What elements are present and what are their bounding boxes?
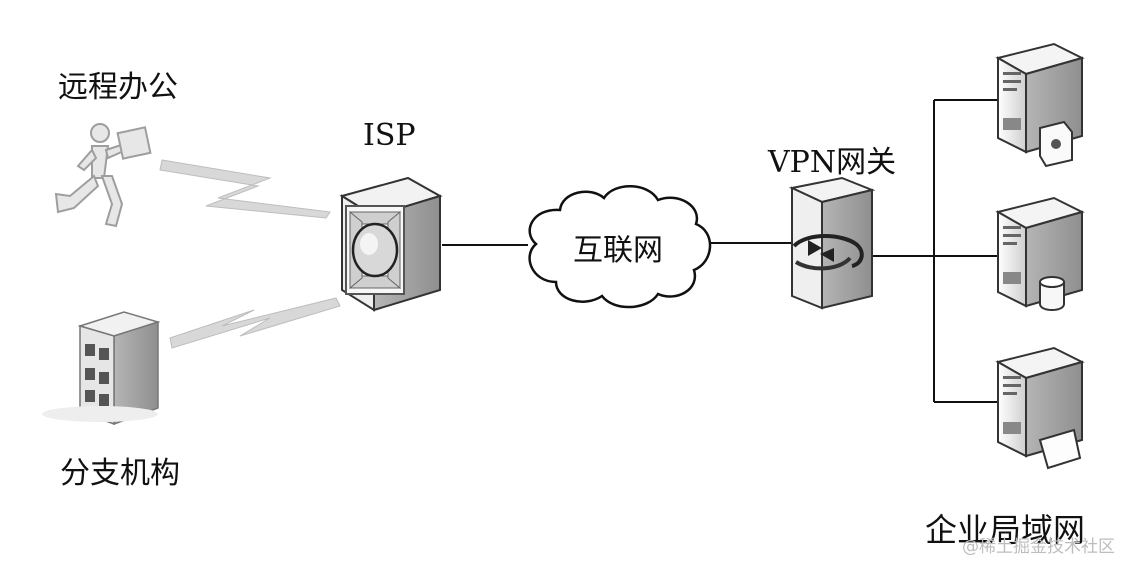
- lan-server-1-icon: [995, 42, 1085, 168]
- remote-wireless-link: [159, 159, 331, 219]
- branch-wireless-link: [169, 297, 341, 349]
- lan-server-3-icon: [995, 346, 1085, 470]
- lan-server-2-icon: [995, 196, 1085, 311]
- remote-worker-icon: [54, 123, 152, 228]
- isp-router-icon: [339, 176, 443, 312]
- remote-office-label: 远程办公: [58, 70, 178, 105]
- isp-label: ISP: [363, 118, 416, 153]
- internet-cloud-icon: [528, 185, 712, 309]
- vpn-gateway-label: VPN网关: [768, 145, 897, 180]
- branch-office-label: 分支机构: [60, 456, 180, 491]
- vpn-gateway-icon: [788, 176, 876, 310]
- watermark-text: @稀土掘金技术社区: [962, 537, 1115, 557]
- branch-building-icon: [42, 311, 161, 426]
- enterprise-lan-label: 企业局域网: [925, 511, 1086, 549]
